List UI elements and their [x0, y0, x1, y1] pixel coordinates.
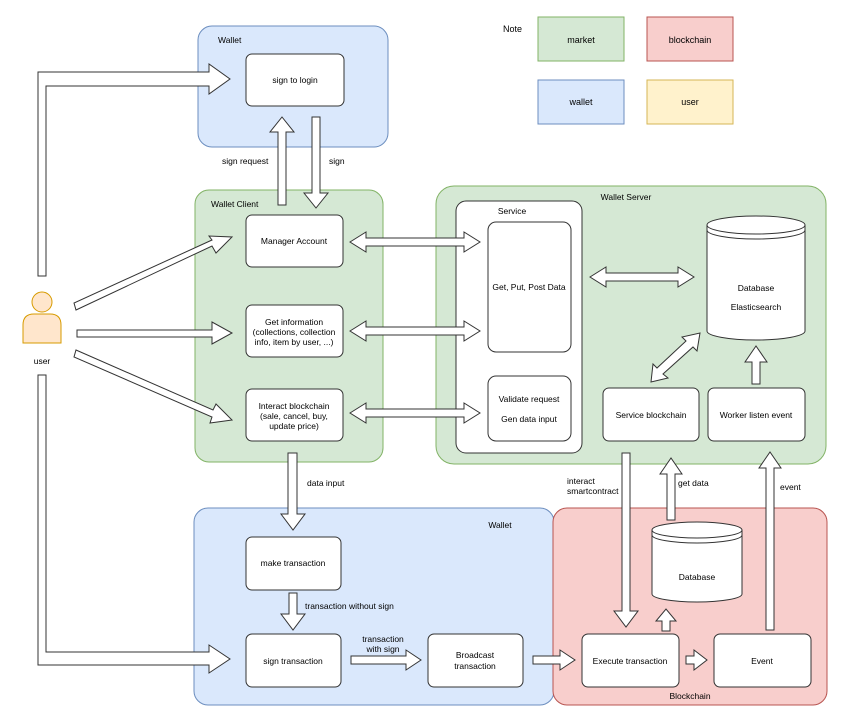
arrow-service-blockchain-database: [650, 332, 701, 383]
interact-label: interact: [567, 476, 596, 486]
arrow-user-to-sign-login: [37, 63, 231, 277]
smartcontract-label: smartcontract: [567, 486, 619, 496]
sign-transaction-label: sign transaction: [263, 656, 323, 666]
user-label: user: [34, 356, 51, 366]
make-transaction-label: make transaction: [261, 558, 326, 568]
gen-data-input-label: Gen data input: [501, 414, 557, 424]
data-input-label: data input: [307, 478, 345, 488]
arrow-sign-request: [268, 116, 296, 206]
sign-to-login-box: [245, 53, 345, 107]
arrow-manager-account-service: [349, 231, 481, 253]
get-information-line1: Get information: [265, 317, 323, 327]
user-actor: user: [22, 291, 62, 366]
make-transaction-box: [245, 536, 342, 591]
broadcast-transaction-box: [427, 633, 524, 688]
blockchain-database: Database: [651, 521, 743, 603]
interact-blockchain-line3: update price): [269, 421, 319, 431]
legend-wallet-swatch: [537, 79, 625, 125]
worker-listen-event-box: [707, 387, 806, 442]
validate-request-label: Validate request: [499, 394, 560, 404]
arrow-user-to-interact-blockchain: [73, 349, 234, 424]
arrow-event-to-worker: [758, 451, 782, 631]
blockchain-title: Blockchain: [669, 691, 710, 701]
arrow-user-to-get-information: [76, 321, 234, 345]
legend-wallet-label: wallet: [568, 97, 593, 107]
arrow-broadcast-to-execute: [532, 649, 576, 671]
blockchain-database-label: Database: [679, 572, 716, 582]
event-box-label: Event: [751, 656, 773, 666]
get-information-line2: (collections, collection: [253, 327, 336, 337]
arrow-execute-to-event: [685, 648, 708, 672]
arrow-get-data: [659, 457, 683, 521]
legend-market-label: market: [567, 35, 595, 45]
broadcast-line1: Broadcast: [456, 650, 495, 660]
wallet-client-title: Wallet Client: [211, 199, 259, 209]
sign-label: sign: [329, 156, 345, 166]
manager-account-label: Manager Account: [261, 236, 328, 246]
arrow-sign-to-broadcast: [350, 649, 422, 671]
arrow-service-database: [589, 266, 695, 288]
get-information-box: [245, 304, 344, 358]
interact-blockchain-box: [245, 388, 344, 442]
wallet-top-title: Wallet: [218, 35, 242, 45]
wallet-server-title: Wallet Server: [601, 192, 652, 202]
execute-transaction-box: [581, 633, 680, 688]
worker-listen-event-label: Worker listen event: [720, 410, 793, 420]
get-information-line3: info, item by user, ...): [255, 337, 334, 347]
arrow-sign: [302, 116, 330, 209]
event-edge-label: event: [780, 482, 801, 492]
service-blockchain-label: Service blockchain: [616, 410, 687, 420]
service-blockchain-box: [602, 387, 700, 442]
database-label: Database: [738, 283, 775, 293]
legend-blockchain-label: blockchain: [669, 35, 712, 45]
broadcast-line2: transaction: [454, 661, 496, 671]
legend-title: Note: [503, 24, 522, 34]
transaction-with-sign-line1: transaction: [362, 634, 404, 644]
sign-to-login-label: sign to login: [272, 75, 318, 85]
legend: Note market blockchain wallet user: [503, 16, 734, 125]
manager-account-box: [245, 214, 344, 268]
legend-user-swatch: [646, 79, 734, 125]
transaction-with-sign-line2: with sign: [365, 644, 399, 654]
arrow-data-input: [280, 452, 306, 531]
get-put-post-box: [487, 221, 572, 353]
legend-blockchain-swatch: [646, 16, 734, 62]
interact-blockchain-line2: (sale, cancel, buy,: [260, 411, 328, 421]
elasticsearch-database: Database Elasticsearch: [706, 215, 806, 341]
arrow-user-to-sign-transaction: [37, 374, 231, 674]
arrow-user-to-manager-account: [73, 235, 234, 311]
arrow-execute-to-database: [654, 608, 678, 632]
arrow-worker-database: [744, 345, 768, 385]
interact-blockchain-line1: Interact blockchain: [259, 401, 330, 411]
execute-transaction-label: Execute transaction: [593, 656, 668, 666]
transaction-without-sign-label: transaction without sign: [305, 601, 394, 611]
sign-transaction-box: [245, 633, 342, 688]
arrow-transaction-without-sign: [280, 592, 306, 631]
sign-request-label: sign request: [222, 156, 269, 166]
service-title: Service: [498, 206, 527, 216]
elasticsearch-label: Elasticsearch: [731, 302, 782, 312]
validate-request-box: [487, 375, 572, 442]
event-box: [713, 633, 812, 688]
legend-market-swatch: [537, 16, 625, 62]
get-put-post-label: Get, Put, Post Data: [492, 282, 566, 292]
arrow-interact-smartcontract: [613, 452, 639, 628]
arrow-interact-validate: [349, 402, 481, 424]
wallet-bottom-title: Wallet: [488, 520, 512, 530]
get-data-label: get data: [678, 478, 709, 488]
legend-user-label: user: [681, 97, 699, 107]
arrow-get-information-service: [349, 320, 481, 342]
